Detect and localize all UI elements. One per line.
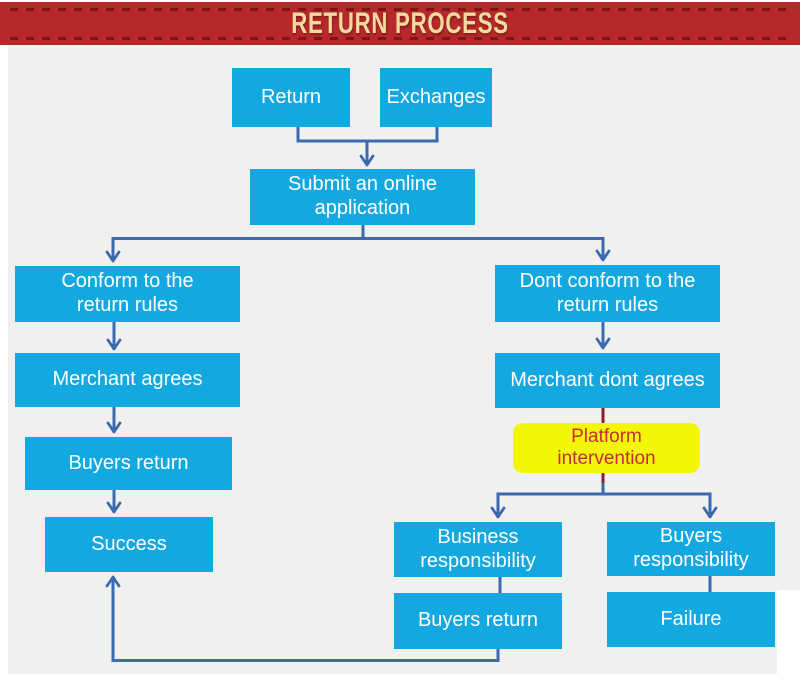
- node-platform-intervention: Platform intervention: [513, 423, 700, 473]
- node-merchant-agrees: Merchant agrees: [15, 353, 240, 407]
- connector-feedback-to-success: [105, 575, 500, 662]
- node-dont-conform-rules: Dont conform to the return rules: [495, 265, 720, 322]
- node-buyers-responsibility: Buyers responsibility: [607, 522, 775, 576]
- page-margin-notch: [777, 590, 800, 698]
- connector-merge-top: [296, 127, 439, 143]
- node-success: Success: [45, 517, 213, 572]
- node-exchanges: Exchanges: [380, 68, 492, 127]
- node-conform-rules: Conform to the return rules: [15, 266, 240, 322]
- connector-submit-split: [111, 225, 605, 240]
- banner-stitch-bottom: [10, 37, 790, 40]
- node-return: Return: [232, 68, 350, 127]
- banner-stitch-top: [10, 8, 790, 11]
- node-business-responsibility: Business responsibility: [394, 522, 562, 577]
- connector-platform-split: [496, 482, 712, 496]
- node-buyers-return-bottom: Buyers return: [394, 593, 562, 649]
- title-banner: RETURN PROCESS: [0, 2, 800, 45]
- node-buyers-return-left: Buyers return: [25, 437, 232, 490]
- node-merchant-dont-agrees: Merchant dont agrees: [495, 353, 720, 408]
- node-failure: Failure: [607, 592, 775, 647]
- node-submit-application: Submit an online application: [250, 169, 475, 225]
- page-title: RETURN PROCESS: [291, 6, 509, 40]
